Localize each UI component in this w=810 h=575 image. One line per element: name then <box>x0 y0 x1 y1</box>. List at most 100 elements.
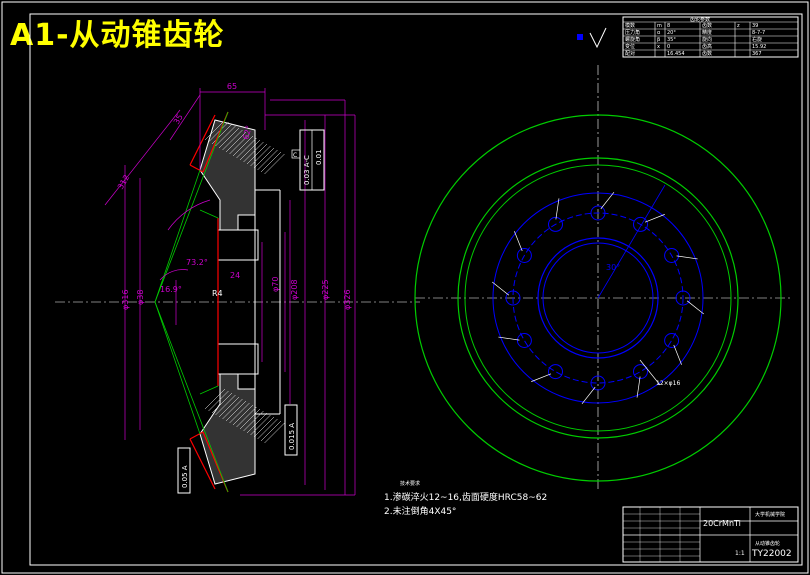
bolt-hole <box>633 216 648 232</box>
dim-dia-316: φ316 <box>121 289 130 310</box>
svg-text:0.015 A: 0.015 A <box>288 423 296 450</box>
root-circle <box>464 164 732 432</box>
bolt-hole <box>516 333 532 348</box>
param-cell: 15.92 <box>752 44 766 50</box>
param-cell: 齿数 <box>702 22 712 29</box>
school-label: 大学机械学院 <box>755 511 785 518</box>
param-cell: 压力角 <box>625 29 640 36</box>
hatch-line <box>257 149 278 171</box>
hatch-line <box>218 396 240 418</box>
bolt-hole-leader <box>676 255 698 260</box>
outer-tip-circle <box>414 114 782 482</box>
hatch-line <box>229 402 250 424</box>
param-cell: 模数 <box>625 22 635 29</box>
tech-note-1: 1.渗碳淬火12~16,齿面硬度HRC58~62 <box>384 491 547 503</box>
hatch-line <box>260 151 282 173</box>
gdt-frame-mid: 0.015 A <box>284 404 298 456</box>
bolt-hole <box>664 333 680 348</box>
param-cell: 8-7-7 <box>752 30 765 36</box>
dim-312: 312 <box>116 173 131 191</box>
bolt-hole-leader <box>555 198 560 220</box>
dim-r4: R4 <box>212 289 223 298</box>
bolt-hole <box>548 216 563 232</box>
tooth-profile-lines <box>189 111 229 493</box>
bolt-hole-leader <box>673 344 682 365</box>
param-cell: 螺旋角 <box>625 36 640 43</box>
dim-angle-16: 16.9° <box>160 285 182 294</box>
hatch-line <box>264 422 285 444</box>
hatch-line <box>204 388 226 410</box>
hatch-line <box>218 127 240 149</box>
drawing-title: A1-从动锥齿轮 <box>10 18 225 53</box>
hatch-line <box>215 125 236 147</box>
svg-text:0.01: 0.01 <box>315 149 323 165</box>
scale-label: 1:1 <box>735 550 745 557</box>
bolt-hole-leader <box>686 300 705 315</box>
material-label: 20CrMnTi <box>703 519 741 528</box>
param-cell: 35° <box>667 37 676 43</box>
bolt-holes <box>491 191 705 405</box>
param-cell: m <box>657 23 662 29</box>
bolt-hole-leader <box>531 373 552 382</box>
param-cell: α <box>657 30 661 36</box>
bolt-hole <box>548 364 563 380</box>
gdt-frame-left: 0.05 A <box>177 447 191 494</box>
bolt-hole <box>590 375 606 391</box>
gdt-frame-top: 0.03 A-C 0.01 <box>299 129 325 191</box>
bore-circle <box>537 237 659 359</box>
bolt-hole-leader <box>491 281 510 296</box>
hatch-line <box>232 135 254 157</box>
param-cell: 精度 <box>702 29 712 36</box>
param-cell: 变位 <box>625 43 635 50</box>
holes-note: 12×φ16 <box>656 380 680 387</box>
section-view: 65 312 35 16.9° 73.2° 62° φ70 φ208 φ225 … <box>55 82 420 496</box>
hatch-line <box>204 119 226 141</box>
dim-dia-225: φ225 <box>321 279 330 300</box>
svg-text:0.05 A: 0.05 A <box>181 465 189 488</box>
hatch-line <box>250 145 271 167</box>
hatch-line <box>236 406 257 428</box>
dim-dia-70: φ70 <box>271 277 280 292</box>
tech-notes-heading: 技术要求 <box>400 480 420 487</box>
dim-dia-326: φ326 <box>343 289 352 310</box>
dim-dia-38: φ38 <box>136 290 145 305</box>
surface-finish-symbol <box>577 27 607 49</box>
hatch-line <box>250 414 271 436</box>
dimension-lines <box>104 88 356 496</box>
hatch-line <box>253 416 275 438</box>
svg-text:0.03 A-C: 0.03 A-C <box>303 155 311 185</box>
datum-c: C <box>291 149 301 159</box>
bolt-hole <box>664 248 680 263</box>
hatch-line <box>257 418 278 440</box>
bolt-hole <box>633 364 648 380</box>
param-cell: x <box>657 44 660 50</box>
bolt-hole-leader <box>636 376 641 398</box>
hatch-line <box>264 153 285 175</box>
param-cell: 20° <box>667 30 676 36</box>
hatch-line <box>229 133 250 155</box>
title-block: 20CrMnTi 大学机械学院 从动锥齿轮 TY22002 1:1 <box>622 506 799 563</box>
hatch-line <box>208 121 229 143</box>
param-cell: 0 <box>667 44 670 50</box>
hatch-line <box>208 390 229 412</box>
hatch-line <box>225 400 247 422</box>
hatch-line <box>239 408 261 430</box>
param-cell: 齿数 <box>702 50 712 57</box>
param-cell: β <box>657 37 660 43</box>
bolt-hole-leader <box>514 231 523 252</box>
technical-requirements: 技术要求 1.渗碳淬火12~16,齿面硬度HRC58~62 2.未注倒角4X45… <box>384 480 547 517</box>
param-cell: 8 <box>667 23 670 29</box>
param-table-heading: 齿轮参数 <box>690 16 710 23</box>
dim-35: 35 <box>172 113 185 126</box>
hatch-line <box>253 147 275 169</box>
dim-dia-208: φ208 <box>290 279 299 300</box>
hatch-line <box>236 137 257 159</box>
dim-angle-62: 62° <box>241 124 253 140</box>
param-cell: 齿高 <box>702 43 712 50</box>
drawing-number: TY22002 <box>751 549 792 559</box>
hatch-line <box>222 398 243 420</box>
bolt-hole-leader <box>644 214 665 223</box>
